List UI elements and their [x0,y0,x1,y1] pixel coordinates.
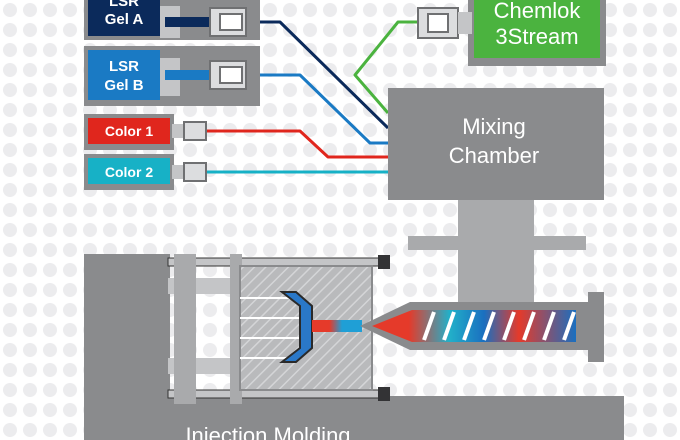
gel-b-line [248,73,388,145]
valve-icon [183,162,207,182]
lsr-gel-a-unit: LSR Gel A [84,0,260,40]
lsr-gel-a-box [88,0,160,36]
injection-molding-machine: Injection Molding [84,254,624,440]
color-2-unit: Color 2 [84,154,207,190]
mold-cavity [279,291,313,363]
lsr-gel-a-label-line2: Gel A [105,11,144,28]
left-platen [84,254,170,404]
chemlok-unit: Chemlok 3Stream [417,0,606,66]
chemlok-line [353,20,418,114]
support-bar [408,236,586,250]
valve-icon [183,121,207,141]
color-2-label: Color 2 [105,164,153,180]
color-1-unit: Color 1 [84,114,207,150]
injection-molding-label: Injection Molding [185,423,350,440]
color-1-label: Color 1 [105,123,153,139]
mixing-chamber-label-line2: Chamber [449,143,539,168]
tie-bar [167,257,387,267]
color-2-box [88,158,170,184]
moving-platen [174,254,196,404]
mixing-chamber-label-line1: Mixing [462,114,526,139]
tie-bar [167,389,387,399]
lsr-gel-b-box [88,50,160,100]
mixing-chamber-box [388,88,604,200]
lsr-gel-b-unit: LSR Gel B [84,46,260,106]
lsr-gel-b-label-line2: Gel B [104,77,143,94]
lsr-gel-b-label-line1: LSR [109,58,139,75]
chemlok-box [474,0,600,58]
sprue [312,320,362,332]
chemlok-label-line1: Chemlok [494,0,582,23]
color-1-box [88,118,170,144]
lsr-gel-a-label-line1: LSR [109,0,139,10]
chemlok-label-line2: 3Stream [495,24,578,49]
color-1-line [206,129,388,159]
